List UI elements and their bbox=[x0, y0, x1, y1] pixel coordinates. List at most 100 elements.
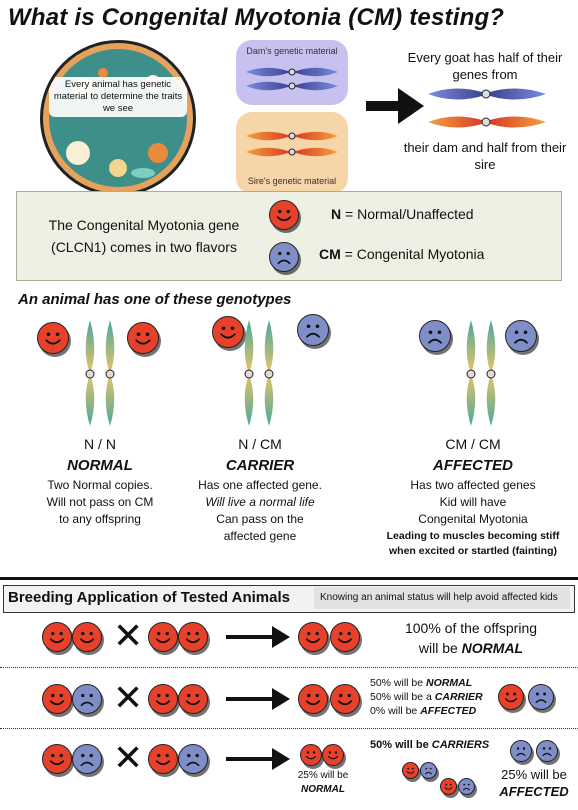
gene-box-text: The Congenital Myotonia gene (CLCN1) com… bbox=[48, 217, 240, 255]
half-genes-text-top: Every goat has half of their genes from bbox=[407, 50, 563, 82]
row3-affected-pct: 25% will be bbox=[501, 767, 567, 782]
cm-sad-face-icon bbox=[269, 242, 299, 272]
nn-chromosome-icon bbox=[85, 320, 115, 426]
dam-chromosome-icon bbox=[246, 67, 338, 91]
status-label: AFFECTED bbox=[433, 457, 513, 474]
half-genes-text-bottom: their dam and half from their sire bbox=[403, 140, 567, 172]
row1-line2-emph: NORMAL bbox=[461, 640, 524, 656]
right-arrow-icon bbox=[366, 88, 424, 124]
row-separator bbox=[0, 728, 578, 729]
r3-parent2-cm-face-icon bbox=[178, 744, 208, 774]
genotype-carrier-column: N / CM CARRIER Has one affected gene. Wi… bbox=[180, 436, 340, 545]
r3-affected-cm-face-icon bbox=[510, 740, 532, 762]
r1-parent2-normal-face-icon bbox=[178, 622, 208, 652]
r2-parent2-normal-face-icon bbox=[148, 684, 178, 714]
row3-carrier-prefix: 50% will be bbox=[370, 739, 432, 751]
breeding-header: Breeding Application of Tested Animals K… bbox=[3, 585, 575, 613]
status-label: NORMAL bbox=[67, 457, 133, 474]
r2-parent1-normal-face-icon bbox=[42, 684, 72, 714]
genotype-label: N / N bbox=[84, 436, 116, 452]
r1-offspring-normal-face-icon bbox=[298, 622, 328, 652]
row3-normal-pct: 25% will be bbox=[297, 770, 349, 781]
cross-icon: ✕ bbox=[113, 677, 144, 718]
description-line: when excited or startled (fainting) bbox=[388, 545, 558, 557]
description-line: affected gene bbox=[223, 529, 297, 543]
row2-l1-emph: NORMAL bbox=[426, 677, 473, 689]
offspring-chromosome-icon bbox=[428, 88, 546, 128]
r1-offspring-normal-face-icon bbox=[330, 622, 360, 652]
r3-parent1-normal-face-icon bbox=[42, 744, 72, 774]
ncm-left-face-icon bbox=[212, 316, 244, 348]
row1-line2-prefix: will be bbox=[418, 640, 462, 656]
r3-parent1-cm-face-icon bbox=[72, 744, 102, 774]
row1-line2: will be NORMAL bbox=[386, 638, 556, 658]
normal-key-legend: N = Normal/Unaffected bbox=[331, 206, 474, 222]
genotype-affected-column: CM / CM AFFECTED Has two affected genes … bbox=[370, 436, 576, 559]
section-divider bbox=[0, 577, 578, 580]
r3-carrier-cm-face-icon bbox=[420, 762, 437, 779]
sire-genetic-panel: Sire's genetic material bbox=[236, 112, 348, 194]
row3-normal-result: 25% will be NORMAL bbox=[288, 769, 358, 797]
genotype-label: CM / CM bbox=[445, 436, 501, 452]
r3-affected-cm-face-icon bbox=[536, 740, 558, 762]
genotype-label: N / CM bbox=[238, 436, 282, 452]
row2-line2: 50% will be a CARRIER bbox=[370, 690, 483, 704]
cm-key-legend: CM = Congenital Myotonia bbox=[319, 246, 484, 262]
row2-l2-emph: CARRIER bbox=[434, 691, 483, 703]
row2-line1: 50% will be NORMAL bbox=[370, 676, 483, 690]
genotypes-heading: An animal has one of these genotypes bbox=[18, 291, 292, 308]
r2-parent2-normal-face-icon bbox=[178, 684, 208, 714]
description-line: to any offspring bbox=[59, 512, 141, 526]
row2-l1-prefix: 50% will be bbox=[370, 677, 427, 689]
sire-label: Sire's genetic material bbox=[247, 176, 337, 186]
normal-key-desc: = Normal/Unaffected bbox=[345, 206, 474, 222]
r3-carrier-normal-face-icon bbox=[440, 778, 457, 795]
normal-happy-face-icon bbox=[269, 200, 299, 230]
row3-affected-result: 25% will be AFFECTED bbox=[492, 766, 576, 800]
ncm-chromosome-icon bbox=[244, 320, 274, 426]
row1-result: 100% of the offspring will be NORMAL bbox=[386, 618, 556, 658]
dam-genetic-panel: Dam's genetic material bbox=[236, 40, 348, 105]
dam-label: Dam's genetic material bbox=[246, 46, 338, 56]
nn-right-face-icon bbox=[127, 322, 159, 354]
r3-carrier-cm-face-icon bbox=[458, 778, 475, 795]
row3-affected-emph: AFFECTED bbox=[499, 784, 569, 799]
cross-icon: ✕ bbox=[113, 737, 144, 778]
cmcm-left-face-icon bbox=[419, 320, 451, 352]
nn-left-face-icon bbox=[37, 322, 69, 354]
description-line: Has one affected gene. bbox=[198, 478, 322, 492]
sire-chromosome-icon bbox=[246, 131, 338, 157]
row3-carrier-result: 50% will be CARRIERS bbox=[370, 739, 489, 751]
r3-normal-face-icon bbox=[322, 744, 344, 766]
result-arrow-icon bbox=[226, 748, 290, 770]
r1-parent2-normal-face-icon bbox=[148, 622, 178, 652]
description-line: Leading to muscles becoming stiff bbox=[386, 530, 560, 542]
row-separator bbox=[0, 667, 578, 668]
r2-offspring-normal-face-icon bbox=[298, 684, 328, 714]
description-line: Will not pass on CM bbox=[46, 495, 154, 509]
r3-normal-face-icon bbox=[300, 744, 322, 766]
r1-parent1-normal-face-icon bbox=[72, 622, 102, 652]
page-title: What is Congenital Myotonia (CM) testing… bbox=[8, 4, 505, 31]
row2-line3: 0% will be AFFECTED bbox=[370, 704, 483, 718]
row3-carrier-emph: CARRIERS bbox=[431, 739, 490, 751]
row2-result: 50% will be NORMAL 50% will be a CARRIER… bbox=[370, 676, 483, 718]
cm-key: CM bbox=[319, 246, 341, 262]
result-arrow-icon bbox=[226, 688, 290, 710]
genotype-normal-column: N / N NORMAL Two Normal copies. Will not… bbox=[20, 436, 180, 528]
description-line: Has two affected genes bbox=[410, 478, 536, 492]
description-line: Two Normal copies. bbox=[47, 478, 153, 492]
result-arrow-icon bbox=[226, 626, 290, 648]
status-label: CARRIER bbox=[225, 457, 295, 474]
row2-l2-prefix: 50% will be a bbox=[370, 691, 435, 703]
r2-offspring-normal-face-icon bbox=[330, 684, 360, 714]
description-line: Will live a normal life bbox=[205, 495, 315, 509]
description-line: Congenital Myotonia bbox=[418, 512, 528, 526]
cmcm-chromosome-icon bbox=[466, 320, 496, 426]
ncm-right-face-icon bbox=[297, 314, 329, 346]
r3-parent2-normal-face-icon bbox=[148, 744, 178, 774]
row1-line1: 100% of the offspring bbox=[404, 620, 538, 636]
r3-carrier-normal-face-icon bbox=[402, 762, 419, 779]
cell-illustration: Every animal has genetic material to det… bbox=[40, 40, 196, 196]
cross-icon: ✕ bbox=[113, 615, 144, 656]
